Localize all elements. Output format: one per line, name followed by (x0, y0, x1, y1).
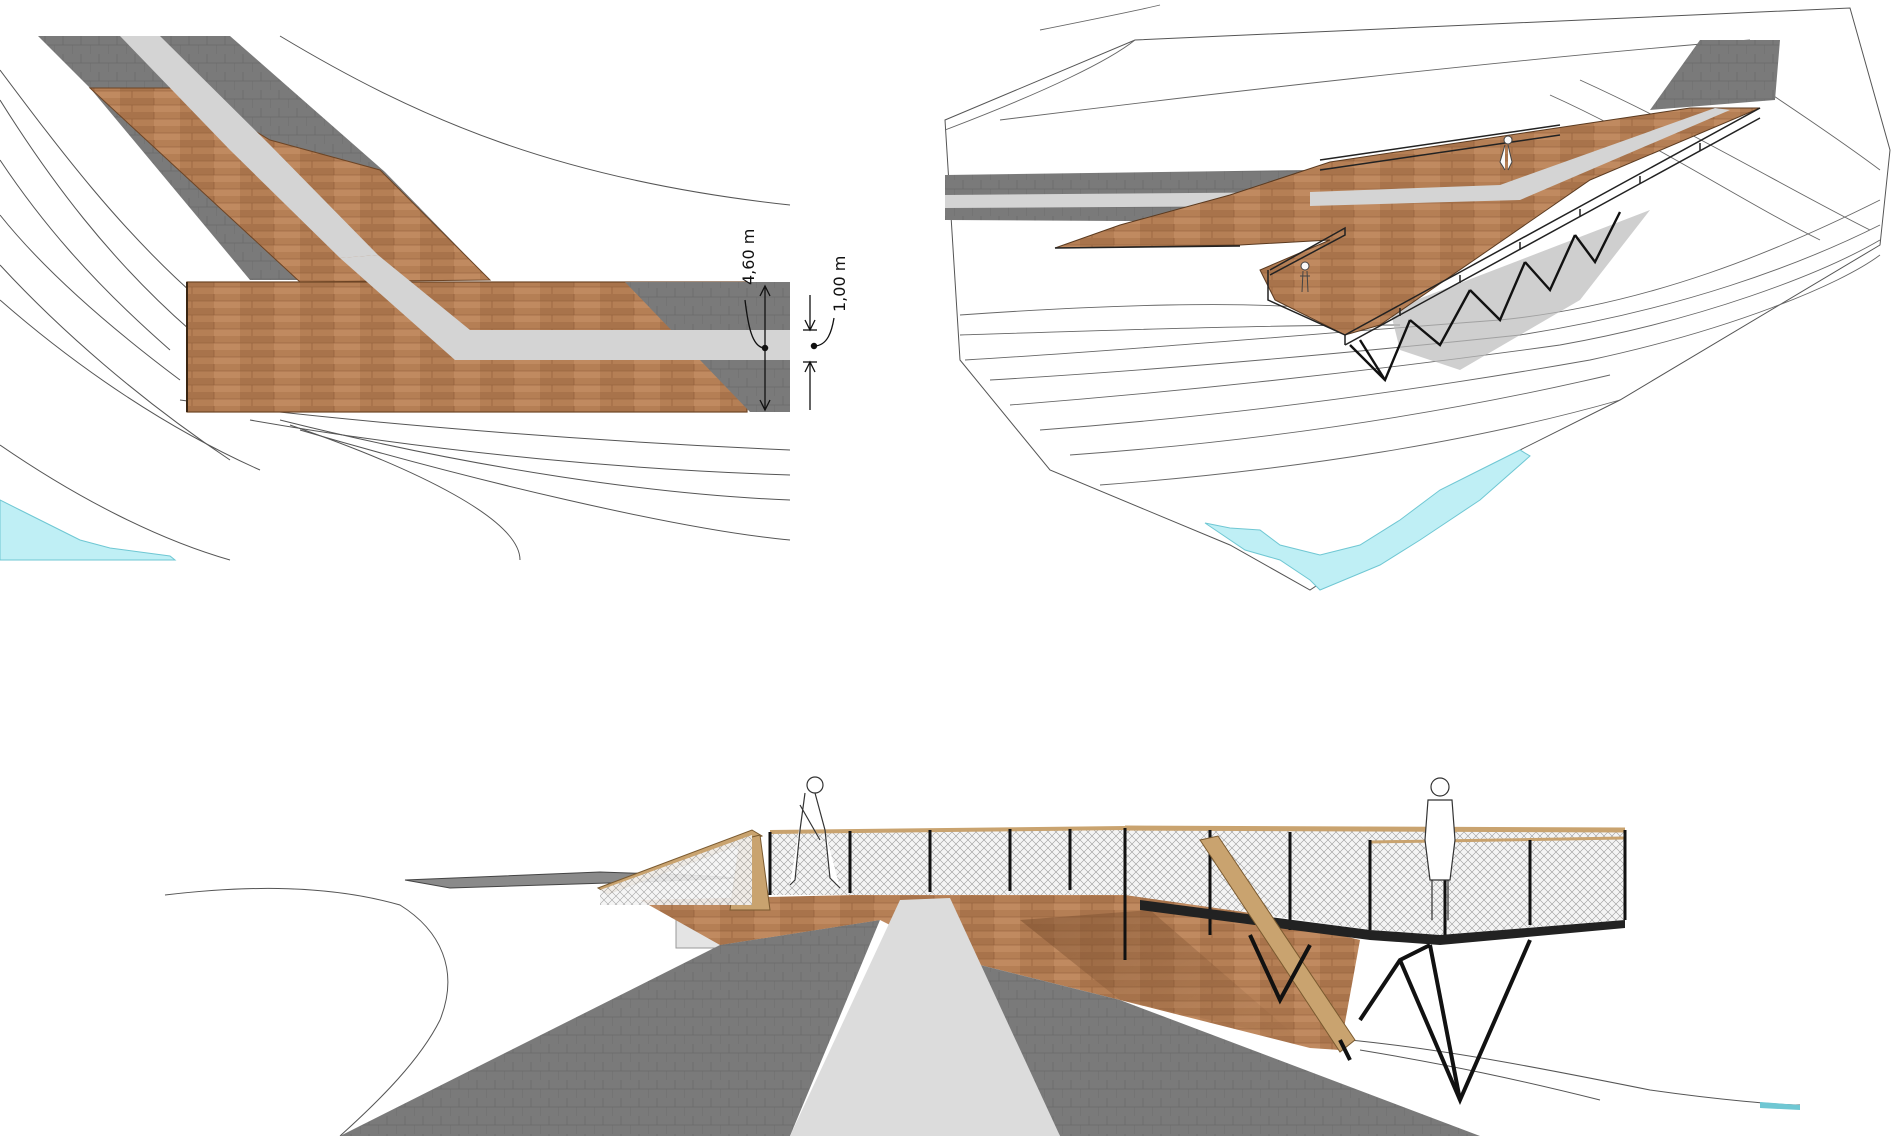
person-standing-icon (1300, 261, 1310, 293)
eye-deck-shadow (1020, 910, 1300, 1040)
aerial-gray-path-right (1650, 40, 1780, 110)
eye-wood-left (720, 900, 900, 945)
eye-deck-edge-right (1140, 900, 1625, 945)
aerial-light-path-deck (1310, 108, 1730, 206)
terrain-contours (0, 35, 791, 561)
dimension-path-width (803, 295, 835, 410)
person-walking-icon (1499, 135, 1513, 171)
eye-mesh-back (770, 828, 1125, 895)
person-walking-icon (789, 776, 841, 889)
eye-handrail-right (1199, 835, 1356, 1053)
eye-light-path (790, 898, 1060, 1136)
dimension-label-path: 1,00 m (830, 256, 849, 312)
eye-steel-supports (1248, 934, 1532, 1106)
dimension-label-total: 4,60 m (739, 229, 758, 285)
dimension-total-width (744, 284, 771, 412)
light-path-deck (340, 255, 790, 360)
eye-pavement-left (340, 920, 880, 1136)
water-area (0, 499, 177, 561)
eye-mesh-left (600, 835, 752, 905)
light-path-diagonal (120, 36, 378, 258)
aerial-water (1204, 449, 1531, 591)
aerial-view (944, 4, 1891, 591)
person-standing-icon (1424, 777, 1456, 920)
aerial-railings (1054, 107, 1761, 346)
water-edge-right (1760, 1102, 1800, 1110)
aerial-steel-struts (1349, 211, 1622, 383)
eye-pavement-right (960, 960, 1480, 1136)
eye-level-view (164, 776, 1801, 1136)
plan-view: 4,60 m 1,00 m (0, 35, 849, 561)
